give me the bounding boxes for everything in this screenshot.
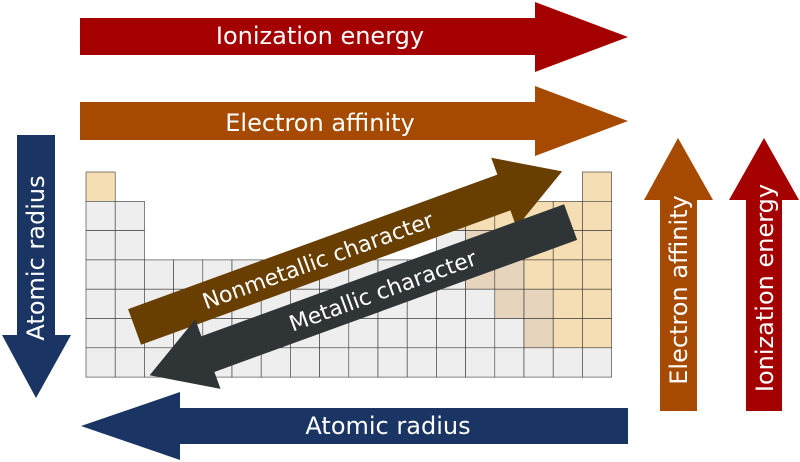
element-cell bbox=[436, 288, 466, 319]
element-cell bbox=[85, 201, 116, 231]
atomic-radius-label-left: Atomic radius bbox=[22, 175, 50, 340]
element-cell bbox=[144, 259, 174, 290]
element-cell bbox=[465, 347, 496, 378]
element-cell bbox=[552, 347, 583, 378]
arrow-shape bbox=[128, 157, 563, 345]
atomic-radius-arrow-bottom: Atomic radius bbox=[81, 392, 628, 460]
electron-affinity-label-right: Electron affinity bbox=[665, 195, 693, 384]
ionization-energy-label-right: Ionization energy bbox=[751, 184, 779, 392]
arrow-shape bbox=[149, 204, 578, 389]
element-cell bbox=[465, 318, 496, 349]
element-cell bbox=[319, 347, 350, 378]
ionization-energy-arrow-right: Ionization energy bbox=[729, 138, 799, 411]
atomic-radius-arrow-left: Atomic radius bbox=[2, 135, 71, 398]
electron-affinity-arrow-top: Electron affinity bbox=[80, 86, 628, 156]
element-cell bbox=[494, 347, 525, 378]
arrow-shape bbox=[81, 392, 628, 460]
element-cell bbox=[406, 318, 437, 349]
element-cell bbox=[85, 318, 116, 349]
element-cell bbox=[348, 347, 379, 378]
element-cell bbox=[406, 347, 437, 378]
element-cell bbox=[582, 259, 612, 290]
atomic-radius-label-bottom: Atomic radius bbox=[305, 412, 470, 440]
element-cell bbox=[85, 171, 116, 202]
arrow-shape bbox=[644, 138, 713, 411]
element-cell bbox=[523, 288, 554, 319]
electron-affinity-arrow-right: Electron affinity bbox=[644, 138, 713, 411]
element-cell bbox=[290, 347, 320, 378]
arrow-shape bbox=[729, 138, 799, 411]
element-cell bbox=[114, 230, 145, 261]
arrow-shape bbox=[80, 86, 628, 156]
ionization-energy-arrow-top: Ionization energy bbox=[80, 2, 628, 72]
element-cell bbox=[436, 318, 466, 349]
arrow-shape bbox=[80, 2, 628, 72]
element-cell bbox=[85, 347, 116, 378]
arrow-shape bbox=[2, 135, 71, 398]
element-cell bbox=[494, 288, 525, 319]
element-cell bbox=[377, 347, 408, 378]
element-cell bbox=[582, 201, 612, 231]
element-cell bbox=[552, 288, 583, 319]
element-cell bbox=[523, 259, 554, 290]
element-cell bbox=[523, 347, 554, 378]
element-cell bbox=[114, 259, 145, 290]
element-cell bbox=[582, 318, 612, 349]
element-cell bbox=[582, 230, 612, 261]
element-cell bbox=[114, 201, 145, 231]
element-cell bbox=[85, 288, 116, 319]
element-cell bbox=[552, 259, 583, 290]
element-cell bbox=[114, 347, 145, 378]
element-cell bbox=[582, 171, 612, 202]
element-cell bbox=[85, 259, 116, 290]
element-cell bbox=[494, 318, 525, 349]
element-cell bbox=[582, 288, 612, 319]
element-cell bbox=[582, 347, 612, 378]
element-cell bbox=[348, 318, 379, 349]
ionization-energy-label-top: Ionization energy bbox=[216, 22, 424, 50]
element-cell bbox=[465, 288, 496, 319]
element-cell bbox=[436, 347, 466, 378]
element-cell bbox=[377, 318, 408, 349]
element-cell bbox=[523, 318, 554, 349]
electron-affinity-label-top: Electron affinity bbox=[225, 109, 414, 137]
element-cell bbox=[552, 318, 583, 349]
element-cell bbox=[85, 230, 116, 261]
